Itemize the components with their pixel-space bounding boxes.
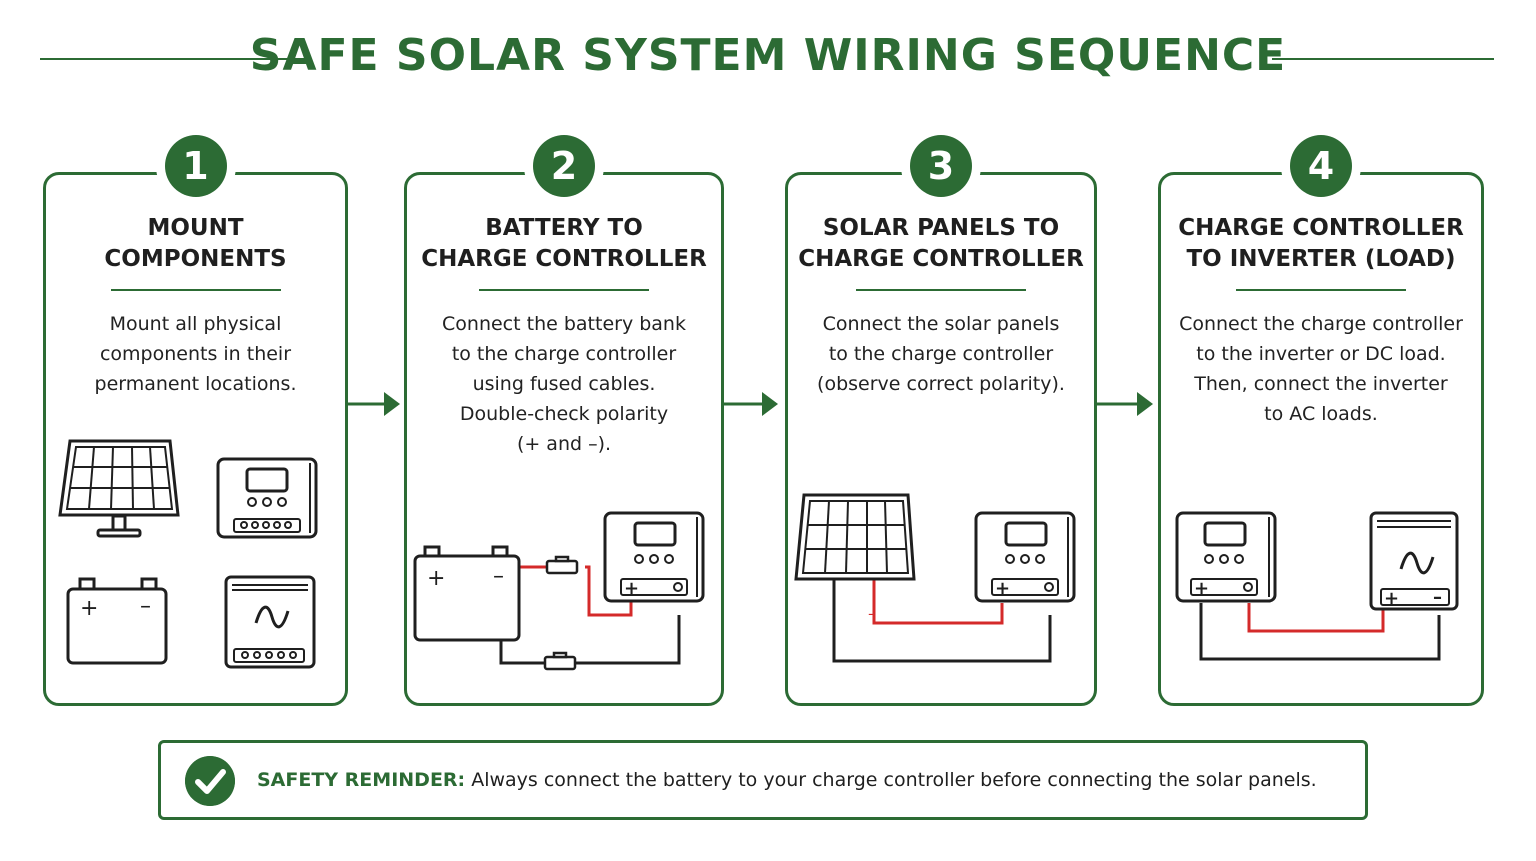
step-description: Connect the charge controller to the inv…: [1179, 313, 1463, 425]
step-number-badge: 1: [164, 135, 227, 197]
battery-icon: + –: [66, 577, 168, 665]
panel-negative-label: –: [868, 604, 876, 623]
battery-icon: + –: [413, 545, 521, 642]
positive-wire: [519, 565, 633, 617]
step-divider: [1236, 289, 1406, 291]
step-description: Connect the battery bank to the charge c…: [442, 313, 686, 455]
inverter-minus-label: –: [1433, 587, 1442, 608]
step-number-badge: 4: [1290, 135, 1352, 197]
step-card-2: 2 BATTERY TO CHARGE CONTROLLER Connect t…: [404, 135, 724, 706]
step-title: SOLAR PANELS TO CHARGE CONTROLLER: [798, 215, 1084, 272]
charge-controller-icon: [216, 457, 318, 539]
positive-wire: [1247, 603, 1385, 633]
step-3-wiring-diagram: – +: [794, 493, 1076, 663]
safety-reminder-text: SAFETY REMINDER: Always connect the batt…: [257, 743, 1317, 817]
negative-wire: [499, 615, 681, 665]
inverter-icon: [224, 575, 316, 669]
step-divider: [856, 289, 1026, 291]
sequence-arrow-icon: [724, 392, 778, 416]
terminal-plus-label: +: [624, 578, 639, 599]
step-number-badge: 2: [533, 135, 595, 197]
step-description: Connect the solar panels to the charge c…: [817, 313, 1065, 395]
fuse-icon: [545, 555, 579, 575]
solar-panel-icon: [794, 493, 916, 581]
solar-panel-icon: [58, 439, 180, 538]
sequence-arrow-icon: [1097, 392, 1153, 416]
charge-controller-icon: +: [603, 511, 705, 603]
step-number-badge: 3: [910, 135, 972, 197]
step-card-3: 3 SOLAR PANELS TO CHARGE CONTROLLER Conn…: [785, 135, 1097, 706]
page-title: SAFE SOLAR SYSTEM WIRING SEQUENCE: [249, 30, 1287, 81]
inverter-plus-label: +: [1384, 588, 1399, 609]
step-divider: [479, 289, 649, 291]
step-card-1: 1 MOUNT COMPONENTS Mount all physical co…: [43, 135, 348, 706]
sequence-arrow-icon: [348, 392, 400, 416]
battery-minus-label: –: [493, 564, 504, 589]
check-icon: [185, 756, 235, 806]
terminal-plus-label: +: [995, 578, 1010, 599]
step-title: MOUNT COMPONENTS: [104, 215, 287, 272]
title-rule-right: [1272, 58, 1494, 60]
step-4-wiring-diagram: + + –: [1175, 511, 1459, 661]
fuse-icon: [543, 651, 577, 671]
step-title: BATTERY TO CHARGE CONTROLLER: [421, 215, 707, 272]
step-1-illustration: + –: [58, 439, 318, 669]
safety-reminder-message: Always connect the battery to your charg…: [471, 769, 1317, 791]
step-2-wiring-diagram: + – +: [413, 511, 705, 671]
safety-reminder-banner: SAFETY REMINDER: Always connect the batt…: [158, 740, 1368, 820]
battery-plus-label: +: [80, 596, 98, 621]
battery-minus-label: –: [140, 594, 151, 619]
terminal-plus-label: +: [1194, 578, 1209, 599]
negative-wire: [1199, 603, 1441, 661]
step-card-4: 4 CHARGE CONTROLLER TO INVERTER (LOAD) C…: [1158, 135, 1484, 706]
charge-controller-icon: +: [1175, 511, 1277, 603]
safety-reminder-label: SAFETY REMINDER:: [257, 769, 466, 791]
inverter-icon: + –: [1369, 511, 1459, 611]
charge-controller-icon: +: [974, 511, 1076, 603]
step-description: Mount all physical components in their p…: [94, 313, 297, 395]
battery-plus-label: +: [427, 566, 445, 591]
negative-wire: [832, 579, 1052, 663]
positive-wire: [872, 579, 1004, 625]
step-title: CHARGE CONTROLLER TO INVERTER (LOAD): [1178, 215, 1464, 272]
title-rule-left: [40, 58, 306, 60]
step-divider: [110, 289, 281, 291]
